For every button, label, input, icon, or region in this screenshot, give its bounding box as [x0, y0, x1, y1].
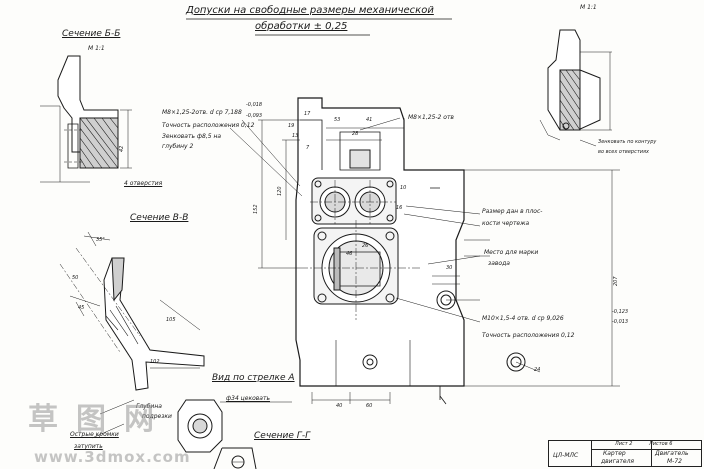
- countersink-note-2: глубину 2: [162, 143, 194, 150]
- product-name-2: М-72: [667, 458, 682, 465]
- depth-note-1: Глубина: [136, 403, 162, 410]
- view-a-drawing: [177, 399, 292, 453]
- sheet-number: Лист 2: [615, 441, 633, 447]
- section-g-g-drawing: [213, 447, 257, 469]
- part-name-1: Картер: [603, 450, 626, 457]
- dim-46: 46: [346, 251, 353, 257]
- main-view-drawing: [229, 97, 620, 404]
- four-holes-note: 4 отверстия: [124, 180, 163, 187]
- bore-note: ф34 цековать: [226, 395, 270, 402]
- dim-102: 102: [150, 359, 160, 365]
- watermark-chars: 草图网: [28, 402, 172, 437]
- dim-16: 16: [396, 205, 403, 211]
- scale-right: М 1:1: [580, 4, 597, 11]
- section-v-v-drawing: [59, 231, 205, 439]
- dim-120: 120: [277, 186, 283, 196]
- section-b-b-drawing: [40, 55, 132, 183]
- dim-26: 26: [362, 243, 369, 249]
- drawing-code: ЦЛ-МЛС: [553, 452, 579, 459]
- dim-53: 53: [334, 117, 341, 123]
- thread-m8-note: М8×1,25-2отв. d ср 7,188: [162, 109, 242, 116]
- scale-left: М 1:1: [88, 45, 105, 52]
- marking-place-note-1: Место для марки: [484, 249, 539, 256]
- size-reference-note-2: кости чертежа: [482, 220, 530, 227]
- section-b-b-label: Сечение Б-Б: [62, 29, 121, 39]
- section-v-v-label: Сечение В-В: [130, 213, 189, 223]
- depth-note-2: подрезки: [142, 413, 172, 420]
- dim-30: 30: [446, 265, 453, 271]
- chamfer-note-2: во всех отверстиях: [598, 149, 649, 155]
- dim-105: 105: [166, 317, 176, 323]
- thread-m8-tol-top: -0,018: [246, 102, 263, 108]
- dim-13: 13: [292, 133, 299, 139]
- dim-45: 45: [78, 305, 85, 311]
- dim-10: 10: [400, 185, 407, 191]
- dim-35-deg: 35°: [96, 237, 105, 243]
- dim-152: 152: [253, 204, 259, 214]
- dim-207: 207: [613, 276, 619, 286]
- marking-place-note-2: завода: [488, 260, 510, 267]
- dim-17: 17: [304, 111, 311, 117]
- countersink-note-1: Зенковать ф8,5 на: [162, 133, 222, 140]
- dim-60: 60: [366, 403, 373, 409]
- sheet-count: Листов 6: [649, 441, 673, 447]
- thread-m10-tol-top: -0,123: [612, 309, 629, 315]
- thread-m8-tol-bottom: -0,093: [246, 113, 263, 119]
- thread-m10-note: М10×1,5-4 отв. d ср 9,026: [482, 315, 564, 322]
- dim-42: 42: [119, 145, 125, 152]
- product-name-1: Двигатель: [655, 450, 689, 457]
- title-line-2: обработки ± 0,25: [255, 21, 348, 32]
- dim-40-left: 40: [336, 403, 343, 409]
- dim-50: 50: [72, 275, 79, 281]
- chamfer-note-1: Зенковать по контуру: [598, 139, 657, 145]
- sharp-edges-note-2: затупить: [74, 443, 103, 450]
- part-name-2: двигателя: [601, 458, 635, 465]
- view-a-label: Вид по стрелке А: [212, 373, 295, 383]
- position-accuracy-note-2: Точность расположения 0,12: [482, 332, 575, 339]
- dim-19: 19: [288, 123, 295, 129]
- thread-m8-2-note: М8×1,25-2 отв: [408, 114, 454, 121]
- watermark-url: www.3dmox.com: [34, 448, 191, 466]
- sharp-edges-note-1: Острые кромки: [70, 431, 119, 438]
- title-line-1: Допуски на свободные размеры механическо…: [186, 5, 434, 16]
- dim-24: 24: [534, 367, 541, 373]
- dim-7: 7: [306, 145, 310, 151]
- section-g-g-label: Сечение Г-Г: [254, 431, 311, 441]
- title-block: Лист 2 Листов 6 ЦЛ-МЛС Картер двигателя …: [548, 440, 702, 467]
- position-accuracy-note: Точность расположения 0,12: [162, 122, 255, 129]
- dim-41: 41: [366, 117, 373, 123]
- size-reference-note-1: Размер дан в плос-: [482, 208, 543, 215]
- thread-m10-tol-bottom: -0,013: [612, 319, 629, 325]
- top-right-detail-drawing: [539, 29, 612, 141]
- dim-28: 28: [352, 131, 359, 137]
